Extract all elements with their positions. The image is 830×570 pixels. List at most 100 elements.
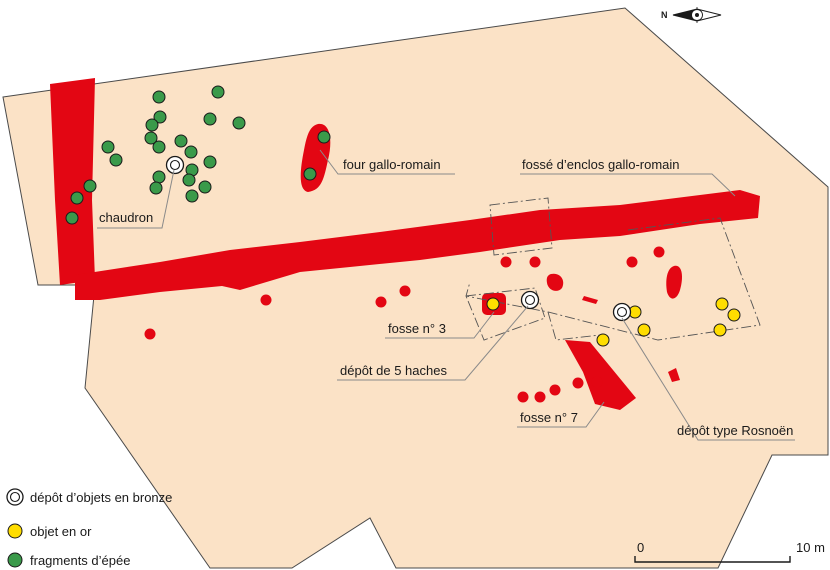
leader-chaudron xyxy=(97,169,175,229)
gold-objects xyxy=(486,297,741,347)
leader-fosse3 xyxy=(385,311,495,339)
west-channel xyxy=(50,78,95,285)
label-four-gallo-romain: four gallo-romain xyxy=(343,157,441,172)
bronze-deposit-icon xyxy=(165,155,185,175)
enclosure-outlines xyxy=(465,197,761,341)
pit-south xyxy=(668,368,680,382)
enclosure-outline-inner xyxy=(547,311,601,341)
sword-fragment-icon xyxy=(303,167,317,181)
label-chaudron: chaudron xyxy=(99,210,153,225)
posthole xyxy=(517,391,529,403)
gold-object-icon xyxy=(727,308,741,322)
scale-end: 10 m xyxy=(796,540,825,555)
pit-east xyxy=(666,265,682,299)
gold-object-icon xyxy=(637,323,651,337)
leader-fosse7 xyxy=(517,401,605,428)
excavation-area xyxy=(2,7,829,569)
sword-fragment-icon xyxy=(153,110,167,124)
pit-mid xyxy=(546,273,564,291)
legend-item-sword: fragments d’épée xyxy=(7,552,130,568)
legend-label-gold: objet en or xyxy=(30,524,92,539)
sword-fragment-icon xyxy=(152,90,166,104)
sword-fragment-icon xyxy=(182,173,196,187)
label-fosse-enclos: fossé d’enclos gallo-romain xyxy=(522,157,680,172)
fosse-7-feature xyxy=(565,340,636,410)
posthole xyxy=(375,296,387,308)
legend-label-sword: fragments d’épée xyxy=(30,553,130,568)
sword-fragment-icon xyxy=(232,116,246,130)
north-letter: N xyxy=(661,10,668,20)
north-arrow-icon: N xyxy=(661,7,722,23)
enclosure-outline-north xyxy=(489,197,553,256)
sword-fragment-icon xyxy=(317,130,331,144)
gallo-roman-enclosure-ditch xyxy=(75,190,760,300)
posthole xyxy=(534,391,546,403)
sword-fragment-icon xyxy=(203,155,217,169)
postholes xyxy=(144,246,665,403)
gold-object-icon xyxy=(486,297,500,311)
scale-bar: 0 10 m xyxy=(634,540,825,563)
label-fosse-3: fosse n° 3 xyxy=(388,321,446,336)
leader-lines xyxy=(97,149,795,441)
posthole xyxy=(626,256,638,268)
posthole xyxy=(500,256,512,268)
legend-label-bronze: dépôt d’objets en bronze xyxy=(30,490,172,505)
bronze-deposits xyxy=(165,155,632,322)
sword-fragment-icon xyxy=(184,145,198,159)
posthole xyxy=(529,256,541,268)
sword-fragment-icon xyxy=(83,179,97,193)
sword-fragment-icon xyxy=(203,112,217,126)
label-fosse-7: fosse n° 7 xyxy=(520,410,578,425)
bronze-deposit-icon xyxy=(520,290,540,310)
gold-object-icon xyxy=(7,523,23,539)
gold-object-icon xyxy=(715,297,729,311)
sword-fragment-icon xyxy=(198,180,212,194)
sword-fragment-icon xyxy=(109,153,123,167)
legend-item-gold: objet en or xyxy=(7,523,92,539)
gold-object-icon xyxy=(596,333,610,347)
bronze-inner-ring xyxy=(169,159,181,171)
posthole xyxy=(144,328,156,340)
posthole xyxy=(572,377,584,389)
leader-four xyxy=(319,149,455,175)
scale-start: 0 xyxy=(637,540,644,555)
sword-fragment-icon xyxy=(211,85,225,99)
posthole xyxy=(260,294,272,306)
scale-bar-line xyxy=(634,556,791,563)
bronze-outer-ring xyxy=(520,290,540,310)
leader-depot5 xyxy=(337,305,529,381)
legend: dépôt d’objets en bronze objet en or fra… xyxy=(6,488,172,568)
sword-fragment-icon xyxy=(7,552,23,568)
sword-fragment-icon xyxy=(174,134,188,148)
sword-fragment-icon xyxy=(101,140,115,154)
sword-fragment-icon xyxy=(185,189,199,203)
leader-fosse-enclos xyxy=(520,173,736,197)
posthole xyxy=(591,376,603,388)
sword-fragment-icon xyxy=(149,181,163,195)
bronze-deposit-icon xyxy=(612,302,632,322)
legend-item-bronze: dépôt d’objets en bronze xyxy=(6,488,172,506)
posthole xyxy=(653,246,665,258)
enclosure-outline-small xyxy=(465,287,546,341)
bronze-outer-ring xyxy=(165,155,185,175)
gold-object-icon xyxy=(713,323,727,337)
map-labels: four gallo-romain fossé d’enclos gallo-r… xyxy=(99,157,793,438)
sword-fragment-icon xyxy=(145,118,159,132)
posthole xyxy=(549,384,561,396)
leader-rosnoen xyxy=(621,317,795,441)
label-depot-5-haches: dépôt de 5 haches xyxy=(340,363,447,378)
sword-fragment-icon xyxy=(144,131,158,145)
bronze-deposit-icon xyxy=(6,488,24,506)
sword-fragment-icon xyxy=(70,191,84,205)
pit-dash-1 xyxy=(582,296,598,304)
sword-fragment-icon xyxy=(65,211,79,225)
sword-fragment-icon xyxy=(152,140,166,154)
label-depot-rosnoen: dépôt type Rosnoën xyxy=(677,423,793,438)
sword-fragments xyxy=(65,85,331,225)
sword-fragment-icon xyxy=(152,170,166,184)
bronze-inner-ring xyxy=(616,306,628,318)
bronze-outer-ring xyxy=(612,302,632,322)
posthole xyxy=(399,285,411,297)
